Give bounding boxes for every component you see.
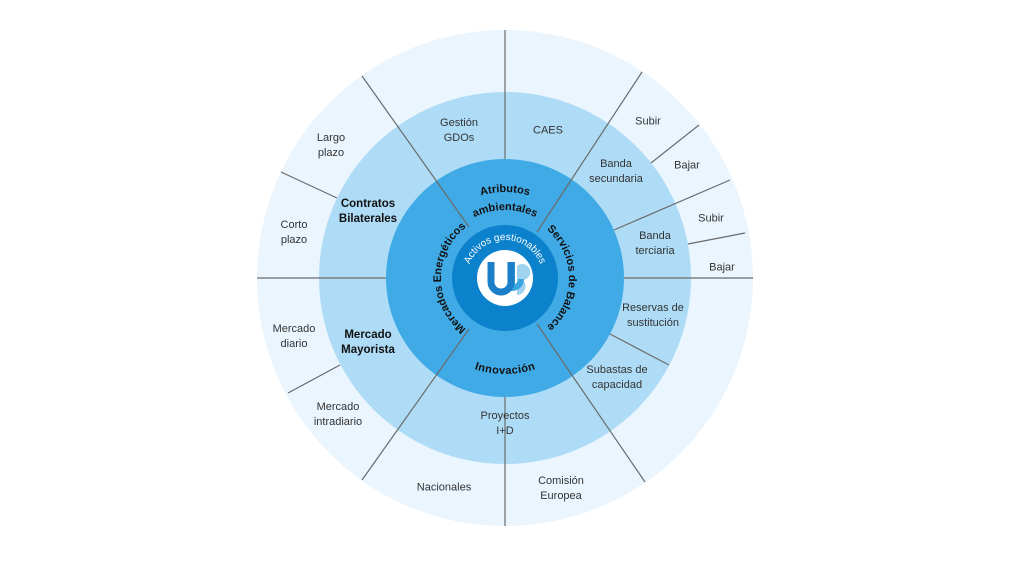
label-atributos-line1: Atributos bbox=[479, 183, 532, 198]
label-caes: CAES bbox=[533, 124, 563, 137]
label-nacionales: Nacionales bbox=[416, 481, 472, 494]
label-subir-terciaria: Subir bbox=[698, 212, 724, 225]
label-innovacion: Innovación bbox=[473, 361, 536, 378]
label-subir-secundaria: Subir bbox=[635, 115, 661, 128]
divider-lines bbox=[257, 30, 753, 526]
label-bajar-secundaria: Bajar bbox=[674, 159, 700, 172]
label-bajar-terciaria: Bajar bbox=[709, 261, 735, 274]
ub-logo-icon bbox=[477, 250, 533, 306]
